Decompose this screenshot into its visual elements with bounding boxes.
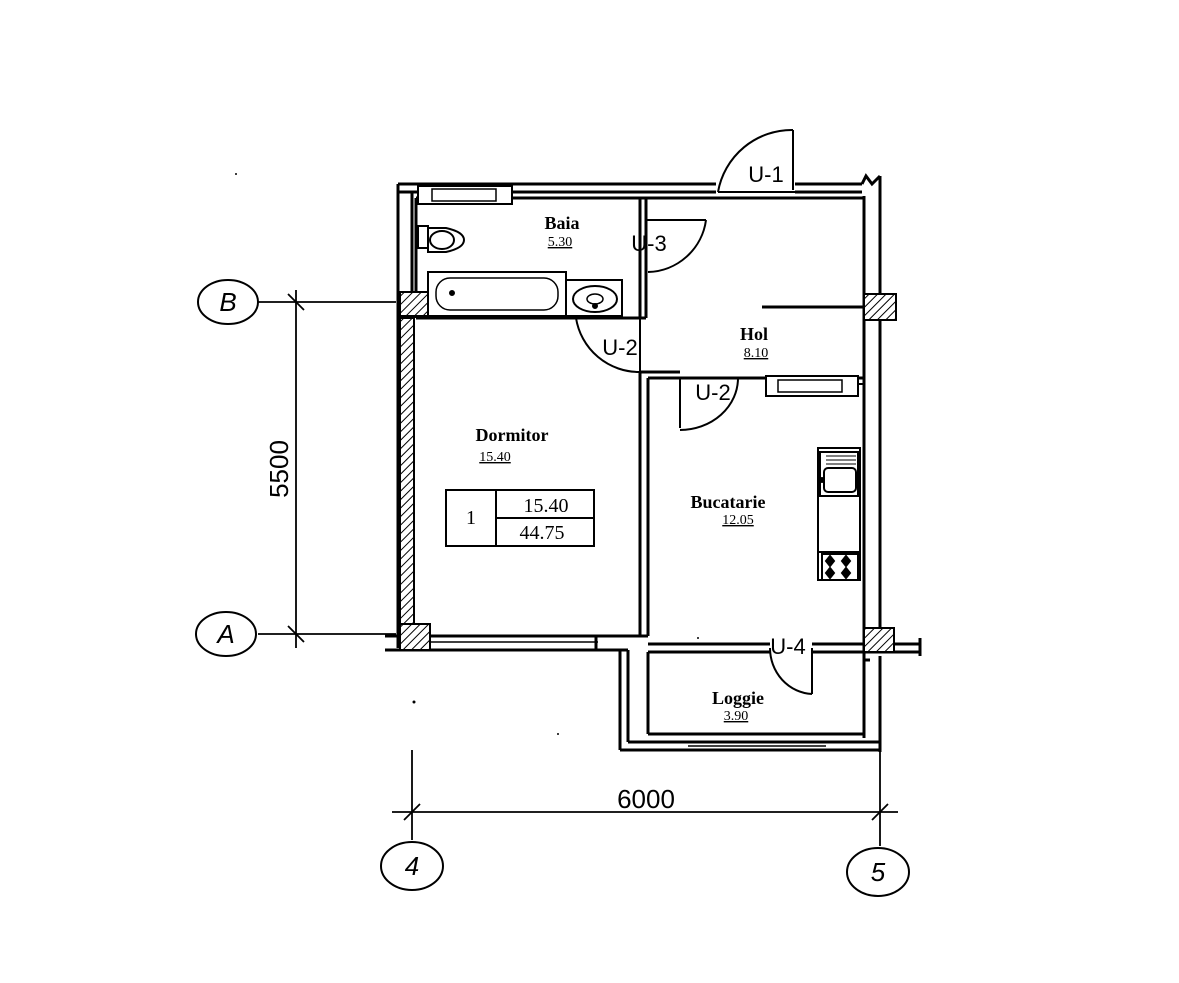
door-u4 (768, 647, 813, 695)
door-label-u2-dormitor: U-2 (602, 335, 637, 360)
sink (565, 279, 623, 317)
axis-bubbles (195, 279, 910, 897)
axis-label-b: B (219, 287, 236, 317)
room-area-loggie: 3.90 (724, 709, 749, 724)
table-living-area: 15.40 (524, 495, 569, 517)
room-area-dormitor: 15.40 (479, 450, 511, 465)
table-total-area: 44.75 (520, 522, 565, 544)
dimension-vertical: 5500 (264, 440, 294, 498)
bathtub (427, 271, 567, 317)
table-index: 1 (466, 507, 476, 529)
door-label-u4: U-4 (770, 634, 805, 659)
stove (821, 553, 859, 581)
axis-label-5: 5 (871, 857, 886, 887)
dimension-horizontal: 6000 (617, 784, 675, 814)
room-name-baia: Baia (544, 213, 579, 233)
kitchen-fixtures (765, 375, 864, 581)
room-name-loggie: Loggie (712, 688, 764, 708)
axis-label-a: A (215, 619, 234, 649)
bath-fixtures (417, 185, 623, 317)
radiator-kitchen (765, 375, 859, 397)
axis-5-bubble (846, 847, 910, 897)
walls (385, 173, 922, 752)
door-u3 (646, 219, 707, 273)
axis-b-bubble (197, 279, 259, 325)
axis-label-4: 4 (405, 851, 419, 881)
room-area-hol: 8.10 (744, 346, 769, 361)
dimension-lines (258, 290, 898, 846)
room-area-bucatarie: 12.05 (722, 513, 754, 528)
room-area-baia: 5.30 (548, 235, 573, 250)
room-name-dormitor: Dormitor (476, 425, 549, 445)
kitchen-sink (819, 451, 859, 497)
door-label-u2-kitchen: U-2 (695, 380, 730, 405)
radiator (417, 185, 513, 205)
specks (235, 173, 699, 735)
toilet (417, 225, 466, 253)
axis-a-bubble (195, 611, 257, 657)
door-u2-kitchen (679, 377, 739, 431)
room-name-hol: Hol (740, 324, 768, 344)
room-name-bucatarie: Bucatarie (691, 492, 766, 512)
doors (575, 128, 813, 695)
door-u2-dormitor (575, 317, 641, 374)
door-label-u1: U-1 (748, 162, 783, 187)
axis-4-bubble (380, 841, 444, 891)
summary-table (445, 489, 595, 547)
structural-columns (399, 291, 897, 653)
door-u1 (717, 128, 795, 193)
door-label-u3: U-3 (631, 231, 666, 256)
